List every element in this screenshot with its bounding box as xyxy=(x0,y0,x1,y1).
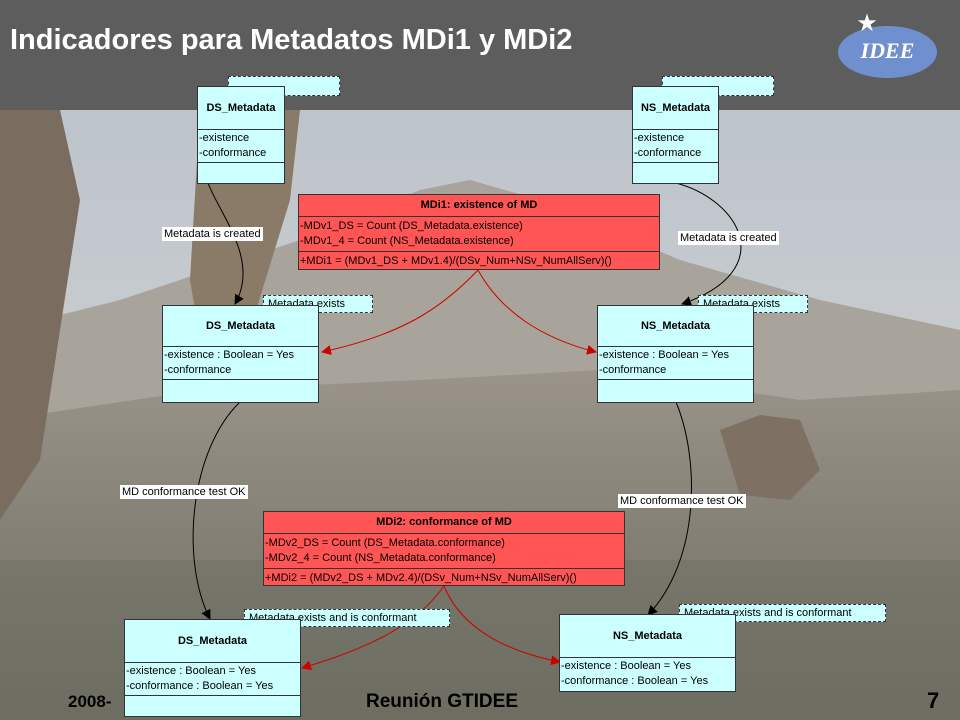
bottom-ds-metadata-class: DS_Metadata -existence : Boolean = Yes -… xyxy=(124,619,301,717)
variable: -MDv1_4 = Count (NS_Metadata.existence) xyxy=(300,235,514,247)
variable: -MDv2_DS = Count (DS_Metadata.conformanc… xyxy=(265,537,505,549)
top-ns-metadata-class: NS_Metadata -existence -conformance xyxy=(632,86,719,184)
idee-logo: IDEE xyxy=(838,26,937,78)
class-attributes: -existence : Boolean = Yes -conformance … xyxy=(560,658,735,690)
mdi2-arrow-right xyxy=(443,585,561,666)
attribute: -conformance xyxy=(599,364,667,376)
attribute: -existence : Boolean = Yes xyxy=(126,665,256,677)
mdi1-indicator-class: MDi1: existence of MD -MDv1_DS = Count (… xyxy=(298,194,660,270)
mid-ds-metadata-class: DS_Metadata -existence : Boolean = Yes -… xyxy=(162,305,319,403)
indicator-name: MDi2: conformance of MD xyxy=(264,512,624,534)
transition-test-right xyxy=(647,401,692,616)
class-attributes: -existence : Boolean = Yes -conformance xyxy=(598,347,753,380)
transition-created-left xyxy=(207,182,244,305)
page-number: 7 xyxy=(927,688,940,713)
class-name: NS_Metadata xyxy=(633,87,718,130)
indicator-variables: -MDv2_DS = Count (DS_Metadata.conformanc… xyxy=(264,534,624,569)
mdi1-arrow-right xyxy=(477,269,597,355)
attribute: -conformance : Boolean = Yes xyxy=(561,675,709,687)
star-icon: ★ xyxy=(856,10,878,37)
bottom-ns-metadata-class: NS_Metadata -existence : Boolean = Yes -… xyxy=(559,614,736,692)
class-name: DS_Metadata xyxy=(125,620,300,663)
class-name: DS_Metadata xyxy=(198,87,284,130)
mdi2-indicator-class: MDi2: conformance of MD -MDv2_DS = Count… xyxy=(263,511,625,586)
top-ds-metadata-class: DS_Metadata -existence -conformance xyxy=(197,86,285,184)
mid-ns-metadata-class: NS_Metadata -existence : Boolean = Yes -… xyxy=(597,305,754,403)
indicator-formula: +MDi1 = (MDv1_DS + MDv1.4)/(DSv_Num+NSv_… xyxy=(300,255,612,267)
variable: -MDv2_4 = Count (NS_Metadata.conformance… xyxy=(265,552,496,564)
class-name: DS_Metadata xyxy=(163,306,318,347)
transition-label-test-left: MD conformance test OK xyxy=(120,485,248,499)
footer-date: 2008- xyxy=(68,692,112,711)
attribute: -conformance : Boolean = Yes xyxy=(126,680,274,692)
page-title: Indicadores para Metadatos MDi1 y MDi2 xyxy=(10,24,573,56)
class-attributes: -existence -conformance xyxy=(198,130,284,163)
footer-meeting: Reunión GTIDEE xyxy=(366,691,518,712)
attribute: -existence xyxy=(634,132,685,144)
class-attributes: -existence : Boolean = Yes -conformance … xyxy=(125,663,300,696)
mdi1-arrow-left xyxy=(321,269,479,355)
attribute: -conformance xyxy=(199,147,267,159)
indicator-formula: +MDi2 = (MDv2_DS + MDv2.4)/(DSv_Num+NSv_… xyxy=(265,572,577,584)
variable: -MDv1_DS = Count (DS_Metadata.existence) xyxy=(300,220,523,232)
class-attributes: -existence : Boolean = Yes -conformance xyxy=(163,347,318,380)
transition-label-created-right: Metadata is created xyxy=(678,231,779,245)
transition-test-left xyxy=(192,401,241,620)
attribute: -conformance xyxy=(164,364,232,376)
attribute: -existence : Boolean = Yes xyxy=(164,349,294,361)
attribute: -existence : Boolean = Yes xyxy=(561,660,691,672)
class-name: NS_Metadata xyxy=(598,306,753,347)
attribute: -conformance xyxy=(634,147,702,159)
indicator-variables: -MDv1_DS = Count (DS_Metadata.existence)… xyxy=(299,217,659,252)
indicator-name: MDi1: existence of MD xyxy=(299,195,659,217)
attribute: -existence xyxy=(199,132,250,144)
attribute: -existence : Boolean = Yes xyxy=(599,349,729,361)
logo-text: IDEE xyxy=(860,38,915,63)
mdi2-arrow-left xyxy=(301,585,445,671)
header-bar xyxy=(0,0,960,110)
class-attributes: -existence -conformance xyxy=(633,130,718,163)
transition-label-created-left: Metadata is created xyxy=(162,227,263,241)
transition-label-test-right: MD conformance test OK xyxy=(618,494,746,508)
class-name: NS_Metadata xyxy=(560,615,735,658)
